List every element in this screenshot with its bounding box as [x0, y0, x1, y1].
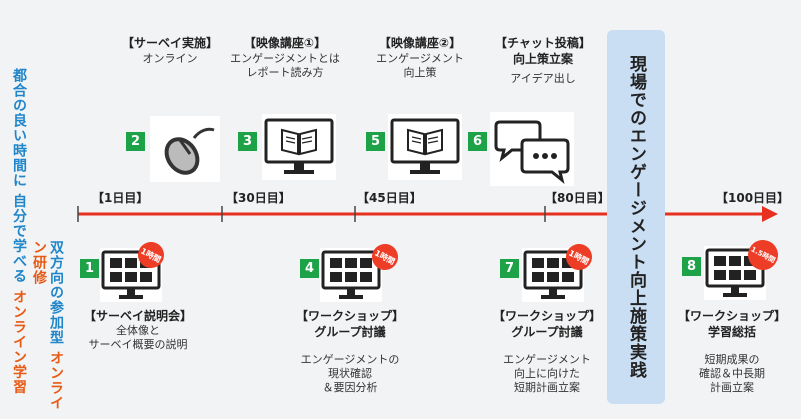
step6-number: 6 [468, 132, 487, 151]
step6-desc-1: アイデア出し [510, 72, 576, 85]
mouse-icon [164, 127, 215, 175]
step4-title: 【ワークショップ】 [295, 309, 404, 323]
step3-icon-box [262, 114, 336, 180]
practice-label: 現場でのエンゲージメント向上施策実践 [626, 55, 646, 379]
step4-title2: グループ討議 [314, 325, 386, 339]
video-conference-icon [321, 250, 381, 299]
step6-title: 【チャット投稿】 [495, 36, 591, 50]
online-training-label: 双方向の参加型 オンライン研修 [30, 240, 64, 419]
step6-icon-box [490, 112, 574, 186]
step8-desc-3: 計画立案 [710, 381, 754, 394]
step4-desc-3: ＆要因分析 [322, 381, 378, 394]
step1-number: 1 [80, 259, 99, 278]
step7-title: 【ワークショップ】 [492, 309, 601, 323]
step2-icon-box [150, 116, 220, 182]
step4-number: 4 [300, 259, 319, 278]
step5-desc-2: 向上策 [403, 66, 437, 79]
step1-desc-2: サーベイ概要の説明 [88, 338, 188, 351]
step2-title: 【サーベイ実施】 [121, 36, 218, 50]
step2-number: 2 [126, 132, 145, 151]
step5-icon-box [388, 114, 462, 180]
online-training-line2: オンライン研修 [31, 240, 64, 411]
step8-desc-2: 確認＆中長期 [699, 367, 765, 380]
online-learning-line3: オンライン学習 [11, 289, 27, 395]
online-learning-line2: 自分で学べる [11, 193, 27, 284]
step3-number: 3 [238, 132, 257, 151]
step8-title2: 学習総括 [707, 325, 756, 339]
day-label-80: 【80日目】 [545, 191, 610, 205]
step6-title2: 向上策立案 [512, 52, 573, 66]
step3-desc-2: レポート読み方 [246, 66, 324, 79]
step7-desc-3: 短期計画立案 [514, 381, 580, 394]
online-training-line1: 双方向の参加型 [48, 240, 64, 345]
chat-bubbles-icon [494, 120, 570, 184]
step1-title: 【サーベイ説明会】 [83, 309, 192, 323]
day-label-1: 【1日目】 [92, 191, 149, 205]
day-label-100: 【100日目】 [716, 191, 790, 205]
day-label-30: 【30日目】 [226, 191, 291, 205]
day-label-45: 【45日目】 [357, 191, 422, 205]
step8-number: 8 [682, 257, 701, 276]
step2-desc-1: オンライン [142, 52, 198, 65]
step4-desc-1: エンゲージメントの [300, 353, 400, 366]
step7-desc-1: エンゲージメント [503, 353, 591, 366]
monitor-book-icon [264, 118, 334, 174]
step1-desc-1: 全体像と [116, 324, 160, 337]
step5-number: 5 [366, 132, 385, 151]
step8-title: 【ワークショップ】 [677, 309, 786, 323]
step7-number: 7 [500, 259, 519, 278]
step3-title: 【映像講座①】 [243, 36, 327, 50]
timeline-arrowhead [762, 206, 778, 222]
monitor-book-icon [390, 118, 460, 174]
step3-desc-1: エンゲージメントとは [230, 52, 340, 65]
step5-desc-1: エンゲージメント [376, 52, 464, 65]
step8-desc-1: 短期成果の [704, 353, 760, 366]
practice-box: 現場でのエンゲージメント向上施策実践 [607, 30, 665, 404]
step7-title2: グループ討議 [511, 325, 583, 339]
step4-desc-2: 現状確認 [328, 367, 372, 380]
step5-title: 【映像講座②】 [378, 36, 462, 50]
online-learning-line1: 都合の良い時間に [11, 68, 27, 188]
online-learning-label: 都合の良い時間に 自分で学べる オンライン学習 [10, 68, 27, 395]
step7-desc-2: 向上に向けた [514, 367, 580, 380]
